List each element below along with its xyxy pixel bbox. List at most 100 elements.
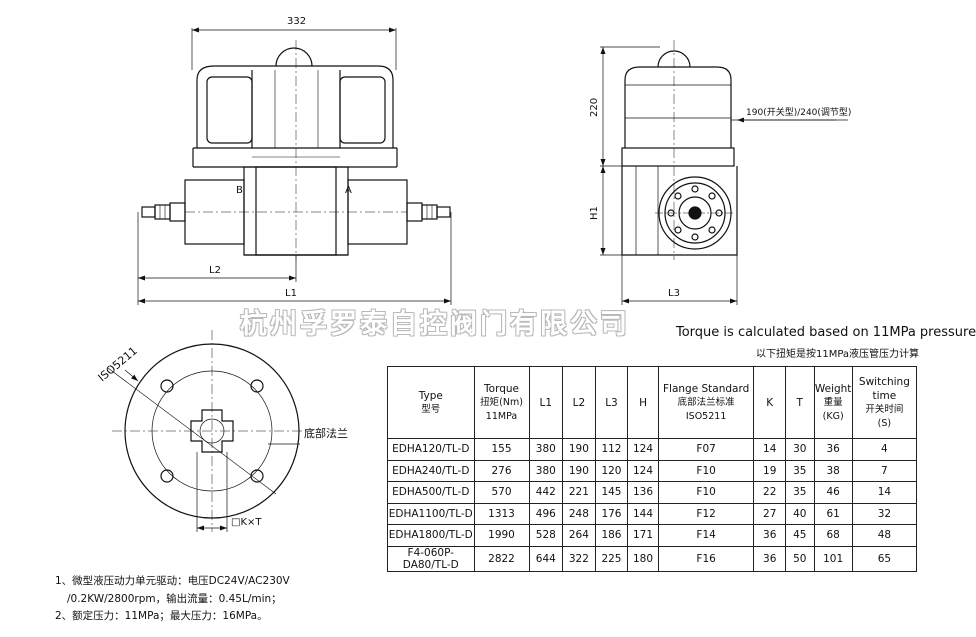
torque-note-en: Torque is calculated based on 11MPa pres…: [676, 325, 976, 340]
bottom-view: [107, 330, 312, 532]
port-b-label: B: [236, 185, 243, 196]
table-cell: F14: [657, 524, 755, 547]
header-l1: L1: [528, 366, 564, 439]
note-line-2: /0.2KW/2800rpm，输出流量：0.45L/min；: [67, 592, 282, 605]
table-cell: 380: [528, 459, 564, 482]
notes: 1、微型液压动力单元驱动：电压DC24V/AC230V /0.2KW/2800r…: [55, 573, 290, 626]
table-cell: 124: [627, 438, 659, 461]
table-cell: EDHA240/TL-D: [387, 459, 475, 482]
table-cell: 112: [594, 438, 629, 461]
header-l2: L2: [562, 366, 596, 439]
table-cell: F10: [657, 481, 755, 504]
header-l3: L3: [594, 366, 629, 439]
table-cell: 442: [528, 481, 564, 504]
table-cell: 61: [813, 502, 853, 525]
table-cell: 14: [753, 438, 787, 461]
table-cell: 171: [627, 524, 659, 547]
dim-l1: L1: [285, 288, 297, 299]
table-cell: 496: [528, 502, 564, 525]
table-cell: 380: [528, 438, 564, 461]
table-cell: EDHA1800/TL-D: [387, 524, 475, 547]
torque-note-cn: 以下扭矩是按11MPa液压管压力计算: [756, 349, 920, 360]
table-cell: 65: [851, 545, 918, 572]
table-cell: F4-060P-DA80/TL-D: [387, 545, 475, 572]
company-watermark: 杭州孚罗泰自控阀门有限公司: [240, 309, 630, 340]
table-cell: 221: [562, 481, 596, 504]
table-cell: EDHA120/TL-D: [387, 438, 475, 461]
table-cell: 144: [627, 502, 659, 525]
table-cell: 264: [562, 524, 596, 547]
table-cell: 190: [562, 438, 596, 461]
table-cell: 101: [813, 545, 853, 572]
table-cell: 38: [813, 459, 853, 482]
bottom-flange-label: 底部法兰: [304, 426, 348, 440]
dim-332: 332: [287, 16, 306, 27]
table-cell: 4: [851, 438, 918, 461]
header-h: H: [627, 366, 659, 439]
dim-l2: L2: [209, 265, 221, 276]
dim-190-240: 190(开关型)/240(调节型): [746, 106, 851, 118]
side-view: [600, 40, 848, 305]
table-cell: 180: [627, 545, 659, 572]
front-view: [137, 27, 452, 305]
table-cell: 145: [594, 481, 629, 504]
table-cell: 276: [473, 459, 530, 482]
table-cell: 2822: [473, 545, 530, 572]
table-cell: 48: [851, 524, 918, 547]
table-cell: 176: [594, 502, 629, 525]
header-t: T: [785, 366, 815, 439]
table-cell: 35: [785, 459, 815, 482]
dim-h1: H1: [589, 206, 600, 220]
table-cell: 46: [813, 481, 853, 504]
table-cell: 40: [785, 502, 815, 525]
table-cell: EDHA500/TL-D: [387, 481, 475, 504]
table-cell: F12: [657, 502, 755, 525]
table-cell: 7: [851, 459, 918, 482]
table-cell: 528: [528, 524, 564, 547]
table-cell: 248: [562, 502, 596, 525]
table-cell: 36: [813, 438, 853, 461]
header-k: K: [753, 366, 787, 439]
table-cell: 322: [562, 545, 596, 572]
table-cell: 155: [473, 438, 530, 461]
table-cell: 120: [594, 459, 629, 482]
table-cell: 68: [813, 524, 853, 547]
table-cell: 14: [851, 481, 918, 504]
port-a-label: A: [345, 185, 352, 196]
table-cell: 186: [594, 524, 629, 547]
table-cell: 50: [785, 545, 815, 572]
note-line-1: 1、微型液压动力单元驱动：电压DC24V/AC230V: [55, 575, 290, 587]
table-cell: 19: [753, 459, 787, 482]
table-cell: 1313: [473, 502, 530, 525]
table-cell: F16: [657, 545, 755, 572]
table-cell: 30: [785, 438, 815, 461]
table-cell: 124: [627, 459, 659, 482]
table-cell: 644: [528, 545, 564, 572]
table-cell: 36: [753, 545, 787, 572]
table-cell: EDHA1100/TL-D: [387, 502, 475, 525]
table-cell: 22: [753, 481, 787, 504]
table-cell: 45: [785, 524, 815, 547]
table-cell: 36: [753, 524, 787, 547]
table-cell: F07: [657, 438, 755, 461]
table-cell: 32: [851, 502, 918, 525]
note-line-3: 2、额定压力：11MPa；最大压力：16MPa。: [55, 610, 268, 622]
iso5211-label: ISO5211: [96, 344, 140, 384]
dim-l3: L3: [668, 288, 680, 299]
table-cell: 225: [594, 545, 629, 572]
table-cell: 136: [627, 481, 659, 504]
table-cell: 1990: [473, 524, 530, 547]
dim-k-t: □K×T: [231, 517, 262, 528]
table-cell: 35: [785, 481, 815, 504]
